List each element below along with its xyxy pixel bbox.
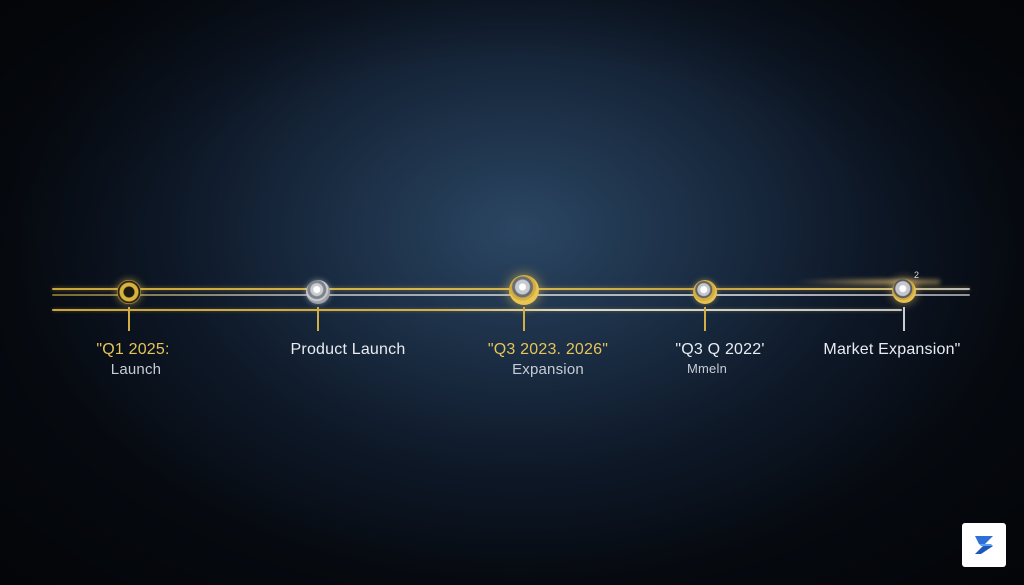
milestone-node-4[interactable]	[693, 280, 717, 304]
milestone-1-title: "Q1 2025:	[96, 341, 170, 358]
brand-logo-icon	[975, 536, 993, 554]
milestone-tick-1	[128, 307, 130, 331]
brand-logo[interactable]	[962, 523, 1006, 567]
milestone-tick-3	[523, 307, 525, 331]
milestone-4-subtitle: Mmeln	[686, 361, 728, 376]
milestone-4-title: "Q3 Q 2022'	[675, 341, 765, 358]
milestone-5-title: Market Expansion"	[823, 341, 961, 358]
end-marker: 2	[914, 270, 920, 280]
milestone-node-1[interactable]	[117, 280, 141, 304]
timeline-line-bottom	[52, 309, 902, 311]
light-flare	[790, 278, 940, 286]
milestone-tick-5	[903, 307, 905, 331]
milestone-node-5[interactable]	[892, 279, 916, 303]
milestone-2-title: Product Launch	[290, 341, 406, 358]
milestone-node-3[interactable]	[509, 275, 539, 305]
milestone-3-title: "Q3 2023. 2026"	[487, 341, 609, 358]
milestone-tick-2	[317, 307, 319, 331]
milestone-3-subtitle: Expansion	[512, 361, 584, 378]
milestone-1-subtitle: Launch	[110, 361, 162, 378]
milestone-tick-4	[704, 307, 706, 331]
milestone-node-2[interactable]	[306, 280, 330, 304]
